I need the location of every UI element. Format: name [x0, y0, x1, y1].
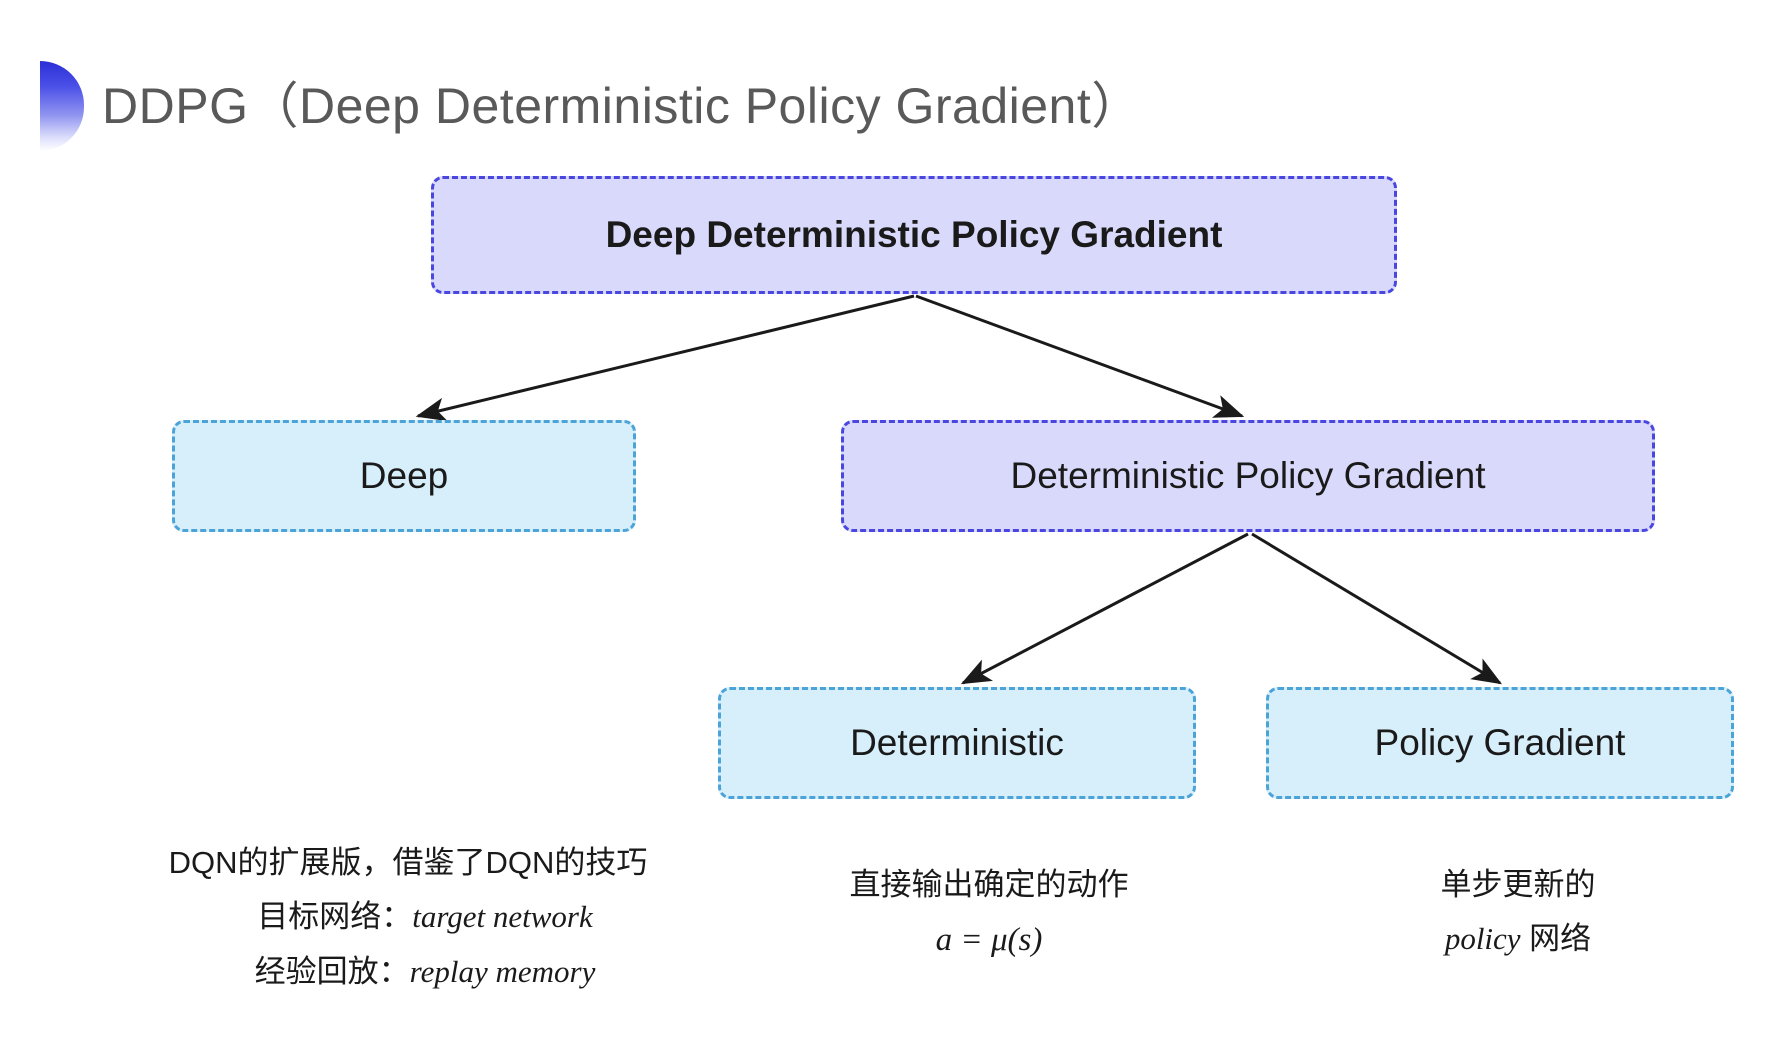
annotation-deep-line1: DQN的扩展版，借鉴了DQN的技巧	[168, 845, 648, 880]
annotation-policy-gradient: 单步更新的 policy 网络	[1368, 858, 1668, 967]
slide-title-row: DDPG（Deep Deterministic Policy Gradient）	[40, 58, 1142, 154]
annotation-deterministic-line1: 直接输出确定的动作	[849, 867, 1129, 902]
node-dpg-label: Deterministic Policy Gradient	[1010, 454, 1486, 496]
annotation-deep: DQN的扩展版，借鉴了DQN的技巧 目标网络：target network 经验…	[148, 836, 668, 999]
node-policy-gradient-label: Policy Gradient	[1374, 721, 1626, 763]
node-deterministic-policy-gradient[interactable]: Deterministic Policy Gradient	[841, 420, 1655, 532]
node-deep-label: Deep	[359, 454, 449, 496]
annotation-deterministic-formula: a = μ(s)	[935, 922, 1043, 959]
edge-root-to-dpg	[915, 294, 1245, 418]
annotation-policy-gradient-suffix: 网络	[1520, 921, 1592, 957]
page-title: DDPG（Deep Deterministic Policy Gradient）	[102, 78, 1142, 134]
annotation-policy-gradient-term: policy	[1444, 921, 1521, 957]
node-deep[interactable]: Deep	[172, 420, 636, 532]
annotation-policy-gradient-line1: 单步更新的	[1440, 867, 1596, 902]
node-deterministic-label: Deterministic	[850, 721, 1064, 763]
annotation-deep-line3: 经验回放：replay memory	[148, 945, 668, 999]
edge-dpg-to-policy-gradient	[1251, 532, 1503, 685]
annotation-policy-gradient-line2: policy 网络	[1368, 912, 1668, 966]
node-root[interactable]: Deep Deterministic Policy Gradient	[431, 176, 1397, 294]
node-deterministic[interactable]: Deterministic	[718, 687, 1196, 799]
annotation-deep-line2-term: target network	[412, 899, 593, 935]
annotation-deterministic: 直接输出确定的动作 a = μ(s)	[824, 858, 1154, 970]
annotation-deep-line2: 目标网络：target network	[148, 890, 668, 944]
half-circle-gradient-icon	[40, 61, 84, 151]
node-root-label: Deep Deterministic Policy Gradient	[605, 213, 1223, 255]
node-policy-gradient[interactable]: Policy Gradient	[1266, 687, 1734, 799]
edge-root-to-deep	[415, 294, 915, 422]
annotation-deep-line3-term: replay memory	[409, 953, 596, 989]
annotation-deep-line3-label: 经验回放：	[254, 953, 410, 989]
edge-dpg-to-deterministic	[960, 532, 1249, 685]
annotation-deep-line2-label: 目标网络：	[257, 899, 413, 935]
